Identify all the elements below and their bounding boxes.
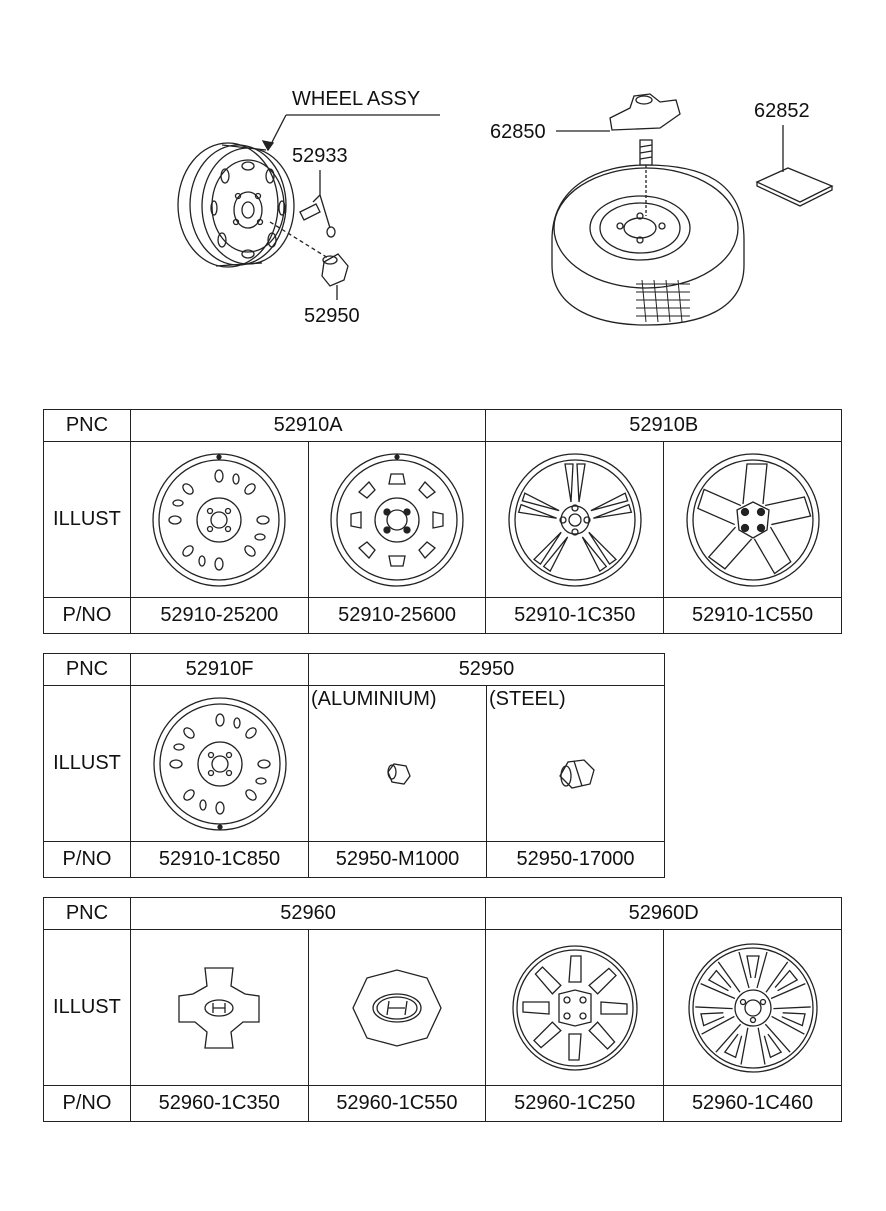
part-number: 52950-17000	[486, 841, 665, 878]
exploded-diagram	[177, 93, 834, 326]
pno-header: P/NO	[43, 841, 131, 878]
illust-cell	[663, 929, 842, 1086]
pno-header: P/NO	[43, 1085, 131, 1122]
alloy-wheel-icon	[685, 452, 820, 587]
part-number: 52910-25200	[129, 597, 309, 634]
callout-52950: 52950	[304, 305, 360, 327]
steel-wheel-icon	[152, 452, 286, 587]
part-number: 52960-1C460	[663, 1085, 842, 1122]
steel-wheel-icon	[152, 696, 287, 831]
part-number: 52910-1C550	[663, 597, 842, 634]
lug-nut-icon	[386, 762, 411, 785]
pnc-cell: 52910B	[485, 409, 842, 442]
illust-cell	[130, 685, 309, 842]
illust-cell	[129, 929, 309, 1086]
part-number: 52910-1C350	[485, 597, 665, 634]
parts-table-3: PNC 52960 52960D ILLUST	[43, 897, 842, 1122]
parts-table-1: PNC 52910A 52910B ILLUST	[43, 409, 842, 634]
part-number: 52950-M1000	[308, 841, 487, 878]
parts-table-2: PNC 52910F 52950 ILLUST (ALUMINIUM)	[43, 653, 665, 878]
illust-cell	[663, 441, 842, 598]
illust-cell	[485, 929, 665, 1086]
callout-62850: 62850	[490, 121, 546, 143]
pnc-cell: 52960D	[485, 897, 842, 930]
pnc-cell: 52950	[308, 653, 665, 686]
material-label: (STEEL)	[489, 688, 566, 710]
steel-wheel-icon	[330, 452, 464, 587]
part-number: 52910-1C850	[130, 841, 309, 878]
wheel-cover-icon	[687, 942, 818, 1073]
illust-cell	[307, 441, 487, 598]
pnc-cell: 52960	[129, 897, 487, 930]
part-number: 52960-1C550	[307, 1085, 487, 1122]
illust-cell: (STEEL)	[486, 685, 665, 842]
pnc-header: PNC	[43, 409, 131, 442]
pnc-header: PNC	[43, 897, 131, 930]
illust-header: ILLUST	[43, 441, 131, 598]
callout-62852: 62852	[754, 100, 810, 122]
callout-52933: 52933	[292, 145, 348, 167]
part-number: 52960-1C350	[129, 1085, 309, 1122]
pno-header: P/NO	[43, 597, 131, 634]
illust-cell	[307, 929, 487, 1086]
lug-nut-icon	[558, 758, 595, 789]
illust-header: ILLUST	[43, 685, 131, 842]
part-number: 52960-1C250	[485, 1085, 665, 1122]
illust-cell: (ALUMINIUM)	[308, 685, 487, 842]
illust-cell	[129, 441, 309, 598]
part-number: 52910-25600	[307, 597, 487, 634]
material-label: (ALUMINIUM)	[311, 688, 437, 710]
wheel-assy-label: WHEEL ASSY	[292, 88, 421, 110]
illust-header: ILLUST	[43, 929, 131, 1086]
illust-cell	[485, 441, 665, 598]
center-cap-icon	[352, 968, 442, 1047]
pnc-header: PNC	[43, 653, 131, 686]
wheel-cover-icon	[512, 944, 638, 1071]
alloy-wheel-icon	[508, 452, 642, 587]
pnc-cell: 52910A	[129, 409, 487, 442]
center-cap-icon	[178, 966, 260, 1049]
pnc-cell: 52910F	[130, 653, 309, 686]
